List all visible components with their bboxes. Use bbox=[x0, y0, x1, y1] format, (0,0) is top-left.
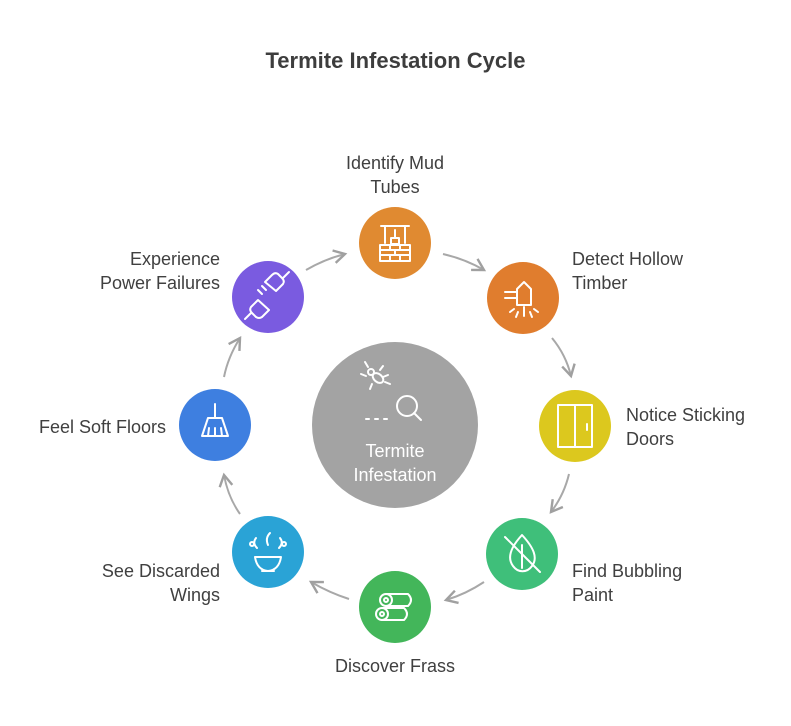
logs-icon bbox=[375, 593, 412, 621]
arrow-2 bbox=[551, 337, 576, 379]
broom-icon bbox=[201, 403, 229, 437]
step-label-line2: Wings bbox=[169, 585, 220, 605]
step-label-line2: Power Failures bbox=[99, 273, 220, 293]
arrow-6 bbox=[218, 472, 241, 515]
step-label-line1: Notice Sticking bbox=[626, 405, 746, 425]
door-icon bbox=[557, 404, 593, 448]
step-label-line2: Paint bbox=[572, 585, 614, 605]
step-label-line2: Timber bbox=[572, 273, 628, 293]
arrow-7 bbox=[223, 335, 242, 378]
termite-search-icon bbox=[360, 361, 422, 421]
arrow-8 bbox=[305, 249, 348, 271]
arrow-4 bbox=[443, 581, 485, 605]
step-label-line2: Doors bbox=[626, 429, 675, 449]
step-label-line1: Find Bubbling bbox=[572, 561, 683, 581]
center-label-line2: Infestation bbox=[353, 465, 437, 485]
center-label-line1: Termite bbox=[365, 441, 425, 461]
step-label-line1: Detect Hollow bbox=[572, 249, 684, 269]
bowl-icon bbox=[249, 532, 287, 572]
step-label-line2: Tubes bbox=[370, 177, 420, 197]
well-icon bbox=[379, 225, 411, 262]
step-label-detect-hollow-timber: Detect Hollow Timber bbox=[572, 247, 772, 295]
step-label-feel-soft-floors: Feel Soft Floors bbox=[5, 415, 166, 439]
step-circle-experience-power-failures bbox=[232, 261, 304, 333]
hammer-icon bbox=[504, 281, 539, 318]
step-label-line1: Identify Mud bbox=[345, 153, 445, 173]
step-label-see-discarded-wings: See Discarded Wings bbox=[20, 559, 220, 607]
step-label-line1: Experience bbox=[129, 249, 220, 269]
step-circle-see-discarded-wings bbox=[232, 516, 304, 588]
step-circle-feel-soft-floors bbox=[179, 389, 251, 461]
plug-icon bbox=[244, 271, 290, 320]
step-label-line1: Feel Soft Floors bbox=[38, 417, 166, 437]
arrow-1 bbox=[442, 253, 487, 272]
diagram-title: Termite Infestation Cycle bbox=[265, 48, 526, 73]
step-circle-detect-hollow-timber bbox=[487, 262, 559, 334]
no-paint-icon bbox=[504, 534, 541, 573]
step-label-line1: Discover Frass bbox=[334, 656, 455, 676]
center-label: Termite Infestation bbox=[320, 439, 470, 487]
arrow-3 bbox=[549, 473, 570, 514]
step-label-line1: See Discarded bbox=[101, 561, 220, 581]
step-label-identify-mud-tubes: Identify Mud Tubes bbox=[320, 151, 470, 199]
step-label-notice-sticking-doors: Notice Sticking Doors bbox=[626, 403, 786, 451]
arrow-5 bbox=[308, 580, 350, 600]
step-label-find-bubbling-paint: Find Bubbling Paint bbox=[572, 559, 772, 607]
center-node bbox=[312, 342, 478, 508]
step-label-discover-frass: Discover Frass bbox=[295, 654, 495, 678]
step-label-experience-power-failures: Experience Power Failures bbox=[20, 247, 220, 295]
